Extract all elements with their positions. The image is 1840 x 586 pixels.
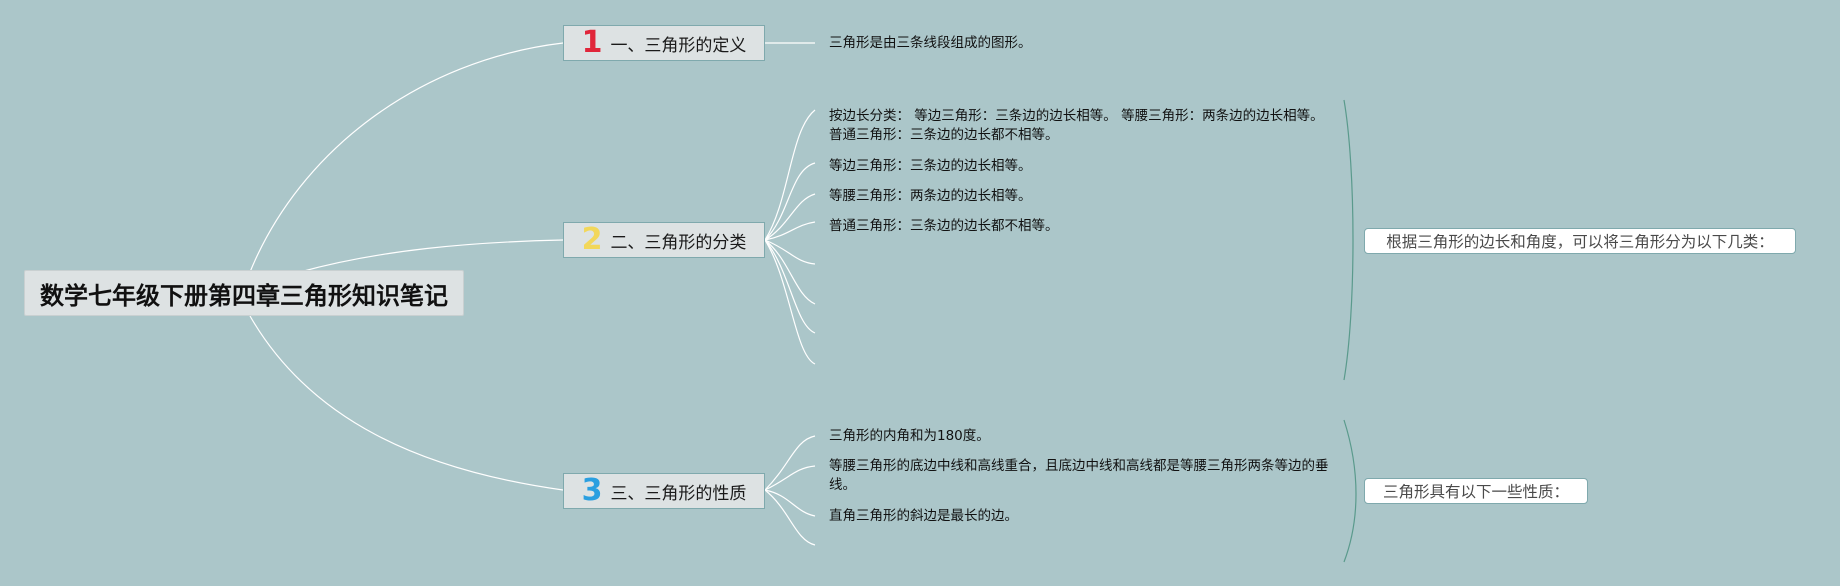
- leaf-properties-2[interactable]: 等腰三角形的底边中线和高线重合，且底边中线和高线都是等腰三角形两条等边的垂线。: [829, 458, 1329, 493]
- connector-b3-leaf-1: [764, 435, 816, 491]
- branch-classification[interactable]: 2 二、三角形的分类: [563, 222, 765, 258]
- branch-label: 三、三角形的性质: [610, 483, 747, 504]
- leaf-classification-3[interactable]: 等腰三角形：两条边的边长相等。: [829, 188, 1032, 204]
- connector-b2-stub-3: [764, 239, 816, 334]
- connector-root-branch-3: [249, 315, 564, 491]
- connector-b3-stub-1: [764, 489, 816, 546]
- leaf-classification-1[interactable]: 按边长分类： 等边三角形：三条边的边长相等。 等腰三角形：两条边的边长相等。 普…: [829, 108, 1324, 143]
- connector-root-branch-2: [299, 239, 564, 273]
- connector-b2-leaf-1: [764, 109, 816, 241]
- leaf-classification-2[interactable]: 等边三角形：三条边的边长相等。: [829, 158, 1032, 174]
- number-2-icon: 2: [581, 222, 603, 257]
- branch-label: 一、三角形的定义: [610, 35, 747, 56]
- branch-label: 二、三角形的分类: [610, 232, 747, 253]
- leaf-properties-1[interactable]: 三角形的内角和为180度。: [829, 428, 990, 444]
- number-3-icon: 3: [581, 473, 603, 508]
- summary-bracket-b3: [1343, 419, 1357, 563]
- summary-classification[interactable]: 根据三角形的边长和角度，可以将三角形分为以下几类：: [1364, 228, 1796, 254]
- root-title: 数学七年级下册第四章三角形知识笔记: [40, 281, 448, 310]
- summary-bracket-b2: [1343, 99, 1354, 381]
- branch-definition[interactable]: 1 一、三角形的定义: [563, 25, 765, 61]
- connector-b3-leaf-3: [764, 489, 816, 517]
- connector-b2-leaf-3: [764, 193, 816, 241]
- root-topic[interactable]: 数学七年级下册第四章三角形知识笔记: [24, 270, 464, 316]
- connector-b2-stub-2: [764, 239, 816, 305]
- connector-b2-leaf-2: [764, 162, 816, 241]
- connector-b2-leaf-4: [764, 221, 816, 241]
- leaf-classification-4[interactable]: 普通三角形：三条边的边长都不相等。: [829, 218, 1059, 234]
- connector-root-branch-1: [249, 42, 564, 273]
- branch-properties[interactable]: 3 三、三角形的性质: [563, 473, 765, 509]
- summary-properties[interactable]: 三角形具有以下一些性质：: [1364, 478, 1588, 504]
- connector-b2-stub-4: [764, 239, 816, 365]
- number-1-icon: 1: [581, 25, 603, 60]
- leaf-properties-3[interactable]: 直角三角形的斜边是最长的边。: [829, 508, 1018, 524]
- leaf-definition[interactable]: 三角形是由三条线段组成的图形。: [829, 35, 1032, 51]
- connector-b2-stub-1: [764, 239, 816, 265]
- connector-b3-leaf-2: [764, 465, 816, 491]
